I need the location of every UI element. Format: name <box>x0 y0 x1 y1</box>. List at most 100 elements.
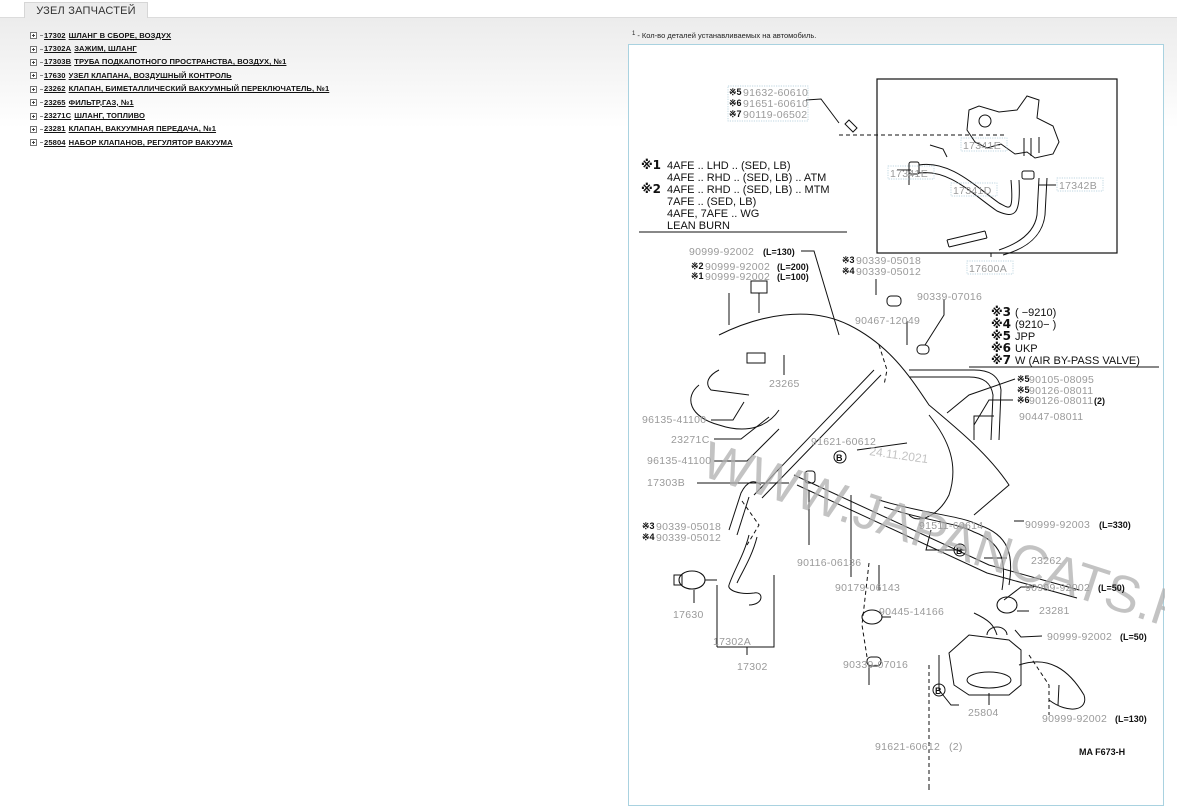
diagram-code: MA F673-H <box>1079 747 1125 757</box>
callout-17302[interactable]: 17302 <box>737 661 768 673</box>
callout-91651-60610[interactable]: 91651-60610 <box>743 98 808 110</box>
note-text: 7AFE .. (SED, LB) <box>667 196 756 208</box>
callout-23281[interactable]: 23281 <box>1039 605 1070 617</box>
callout-90105-08095[interactable]: 90105-08095 <box>1029 374 1094 386</box>
tree-connector <box>40 75 43 77</box>
diagram-svg: B B B <box>639 78 1165 790</box>
expand-icon[interactable] <box>30 58 37 66</box>
callout-17303B[interactable]: 17303B <box>647 477 685 489</box>
inset-box <box>876 78 1118 254</box>
note-text: W (AIR BY-PASS VALVE) <box>1015 355 1140 367</box>
engine-drawing <box>690 313 1080 599</box>
callout-17630[interactable]: 17630 <box>673 609 704 621</box>
callout-90999-92002[interactable]: 90999-92002 <box>705 271 770 283</box>
callout-91621-60612[interactable]: 91621-60612 <box>811 436 876 448</box>
callout-suffix: (L=50) <box>1120 632 1147 642</box>
note-text: 4AFE .. LHD .. (SED, LB) <box>667 160 790 172</box>
callout-23262[interactable]: 23262 <box>1031 555 1062 567</box>
callout-90467-12049[interactable]: 90467-12049 <box>855 315 920 327</box>
callout-90445-14166[interactable]: 90445-14166 <box>879 606 944 618</box>
expand-icon[interactable] <box>30 99 37 107</box>
tree-connector <box>40 35 43 37</box>
hose-17302-drawing <box>673 534 762 606</box>
callout-90116-06136[interactable]: 90116-06136 <box>797 557 861 569</box>
callout-mark: ※4 <box>642 532 655 542</box>
note-text: UKP <box>1015 343 1038 355</box>
expand-icon[interactable] <box>30 112 37 120</box>
tree-connector <box>40 115 43 117</box>
callout-mark: ※4 <box>842 266 855 276</box>
callout-mark: ※3 <box>642 521 655 531</box>
expand-icon[interactable] <box>30 139 37 147</box>
callout-17302A[interactable]: 17302A <box>713 636 751 648</box>
note-text: 4AFE .. RHD .. (SED, LB) .. MTM <box>667 184 830 196</box>
inset-hoses <box>908 161 1048 256</box>
callout-90339-05012[interactable]: 90339-05012 <box>656 532 721 544</box>
callout-suffix: (L=130) <box>1115 714 1147 724</box>
callout-23265[interactable]: 23265 <box>769 378 800 390</box>
tab-parts-assembly[interactable]: УЗЕЛ ЗАПЧАСТЕЙ <box>24 2 148 19</box>
expand-icon[interactable] <box>30 85 37 93</box>
valve-25804-drawing <box>928 626 1050 785</box>
callout-90999-92002[interactable]: 90999-92002 <box>1047 631 1112 643</box>
top-bar: УЗЕЛ ЗАПЧАСТЕЙ <box>0 0 1177 19</box>
callout-96135-41100[interactable]: 96135-41100 <box>647 455 711 467</box>
callout-90126-08011[interactable]: 90126-08011 <box>1029 385 1093 397</box>
callout-17341E[interactable]: 17341E <box>890 168 928 180</box>
tree-connector <box>40 128 43 130</box>
note-mark: ※3 <box>991 305 1011 319</box>
callout-17342B[interactable]: 17342B <box>1059 180 1097 192</box>
callout-90999-92002[interactable]: 90999-92002 <box>1042 713 1107 725</box>
callout-90119-06502[interactable]: 90119-06502 <box>743 109 807 121</box>
note-mark: ※7 <box>991 353 1011 367</box>
callout-91632-60610[interactable]: 91632-60610 <box>743 87 808 99</box>
callout-17341D[interactable]: 17341D <box>953 185 992 197</box>
callout-90339-05012[interactable]: 90339-05012 <box>856 266 921 278</box>
callout-25804[interactable]: 25804 <box>968 707 999 719</box>
callout-90179-06143[interactable]: 90179-06143 <box>835 582 900 594</box>
callout-90126-08011[interactable]: 90126-08011 <box>1029 395 1093 407</box>
callout-23271C[interactable]: 23271C <box>671 434 710 446</box>
footnote-mark: 1 <box>632 31 636 37</box>
expand-icon[interactable] <box>30 45 37 53</box>
watermark-date: 24.11.2021 <box>869 444 930 466</box>
callout-90339-07016[interactable]: 90339-07016 <box>917 291 982 303</box>
callout-90447-08011[interactable]: 90447-08011 <box>1019 411 1083 423</box>
callout-91621-60612[interactable]: 91621-60612 <box>875 741 940 753</box>
callout-17341E[interactable]: 17341E <box>963 140 1001 152</box>
callout-90339-07016[interactable]: 90339-07016 <box>843 659 908 671</box>
callout-90339-05018[interactable]: 90339-05018 <box>856 255 921 267</box>
callout-90999-92003[interactable]: 90999-92003 <box>1025 519 1090 531</box>
expand-icon[interactable] <box>30 125 37 133</box>
callout-suffix: (L=200) <box>777 262 809 272</box>
expand-icon[interactable] <box>30 32 37 40</box>
callout-17600A[interactable]: 17600A <box>969 263 1007 275</box>
b-mark: B <box>836 453 843 463</box>
callout-mark: ※3 <box>842 255 855 265</box>
callout-90999-92002[interactable]: 90999-92002 <box>689 246 754 258</box>
tree-connector <box>40 102 43 104</box>
watermark: WWW.JAPANCATS.RU <box>695 431 1165 655</box>
note-mark: ※5 <box>991 329 1011 343</box>
callout-90999-92002[interactable]: 90999-92002 <box>1025 582 1090 594</box>
footnote-text: - Кол-во деталей устанавливаемых на авто… <box>637 31 817 40</box>
callout-91511-60614[interactable]: 91511-60614 <box>919 520 983 532</box>
callout-96135-41100[interactable]: 96135-41100 <box>642 414 706 426</box>
callout-90999-92002[interactable]: 90999-92002 <box>705 261 770 273</box>
tree-connector <box>40 142 43 144</box>
callout-90339-05018[interactable]: 90339-05018 <box>656 521 721 533</box>
expand-icon[interactable] <box>30 72 37 80</box>
note-text: 4AFE, 7AFE .. WG <box>667 208 759 220</box>
callouts: ※5 91632-60610 ※6 91651-60610 ※7 90119-0… <box>642 85 1147 757</box>
